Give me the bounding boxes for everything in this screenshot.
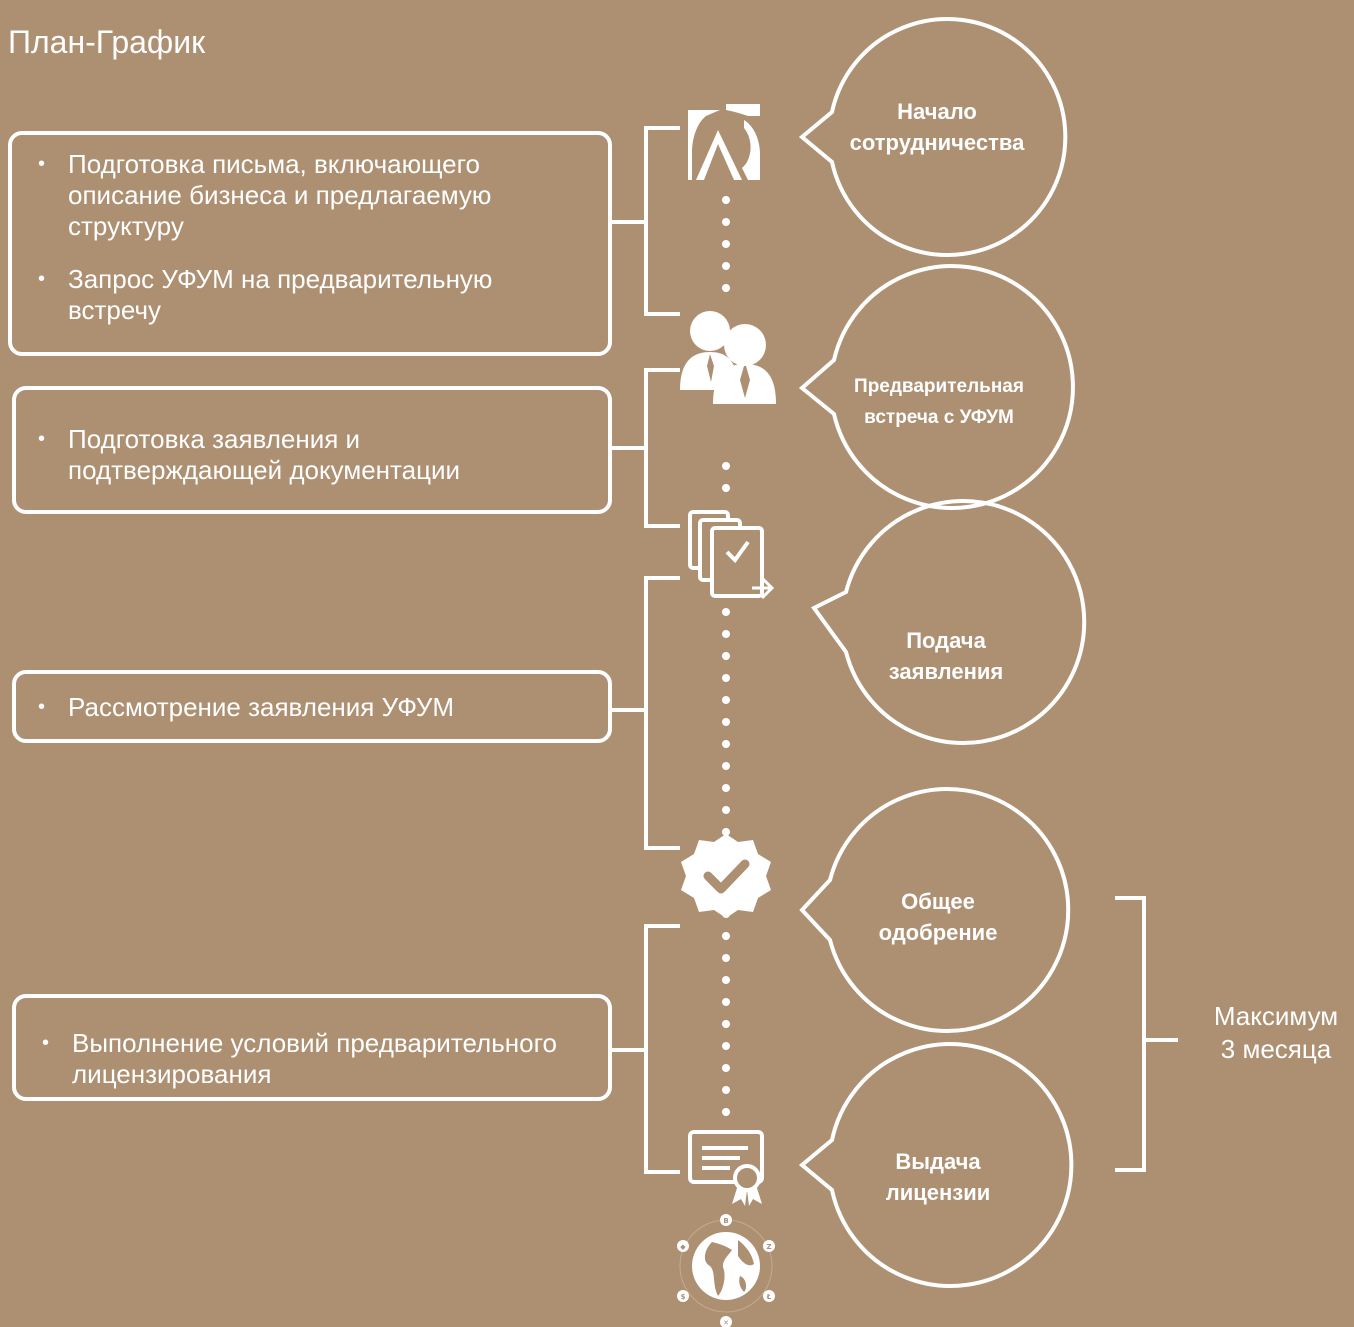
certificate-icon	[688, 1130, 764, 1206]
duration-bracket	[1115, 896, 1178, 1172]
dollar-icon	[677, 1290, 689, 1302]
ripple-icon	[720, 1316, 732, 1327]
task-box-4: Выполнение условий предварительного лице…	[12, 994, 612, 1101]
task-item: Выполнение условий предварительного лице…	[42, 1028, 568, 1090]
milestone-label-1: Начало сотрудничества	[849, 99, 1025, 155]
ethereum-icon	[677, 1240, 689, 1252]
task-list-1: Подготовка письма, включающего описание …	[38, 149, 568, 326]
bubble-1	[798, 17, 1068, 257]
meeting-people-icon	[680, 311, 776, 404]
milestone-bubbles	[798, 17, 1087, 1288]
bitcoin-icon	[720, 1214, 732, 1226]
bracket-2	[612, 368, 680, 528]
duration-label: Максимум 3 месяца	[1213, 1001, 1339, 1064]
timeline-dots	[722, 196, 730, 1116]
task-item: Подготовка заявления и подтверждающей до…	[38, 424, 568, 486]
page-title: План-График	[8, 24, 206, 60]
svg-text:Z: Z	[766, 1243, 771, 1251]
bracket-4	[612, 924, 680, 1174]
svg-text:◆: ◆	[680, 1243, 686, 1251]
task-list-2: Подготовка заявления и подтверждающей до…	[38, 424, 568, 486]
connector-brackets	[612, 126, 1178, 1174]
bubble-4	[799, 787, 1071, 1033]
bracket-3	[612, 576, 680, 850]
task-box-2: Подготовка заявления и подтверждающей до…	[12, 386, 612, 514]
task-box-1: Подготовка письма, включающего описание …	[8, 131, 612, 356]
documents-check-icon	[688, 510, 775, 600]
task-list-3: Рассмотрение заявления УФУМ	[38, 692, 568, 723]
bracket-1	[612, 126, 680, 316]
milestone-label-5: Выдача лицензии	[885, 1149, 991, 1205]
logo-icon	[688, 104, 760, 180]
svg-text:$: $	[681, 1293, 686, 1301]
svg-text:✕: ✕	[723, 1319, 729, 1327]
milestone-label-4: Общее одобрение	[878, 889, 998, 945]
task-item: Рассмотрение заявления УФУМ	[38, 692, 568, 723]
milestone-label-2: Предварительная встреча с УФУМ	[854, 376, 1024, 428]
task-item: Подготовка письма, включающего описание …	[38, 149, 568, 242]
approval-badge-icon	[681, 834, 771, 918]
svg-text:B: B	[723, 1217, 728, 1225]
bubble-5	[798, 1042, 1074, 1288]
bubble-2	[798, 264, 1075, 510]
bubble-3	[810, 499, 1087, 745]
task-item: Запрос УФУМ на предварительную встречу	[38, 264, 568, 326]
zcash-icon	[763, 1240, 775, 1252]
milestone-label-3: Подача заявления	[888, 628, 1004, 684]
task-box-3: Рассмотрение заявления УФУМ	[12, 670, 612, 743]
task-list-4: Выполнение условий предварительного лице…	[42, 1028, 568, 1090]
globe-crypto-icon: B Z Ł ✕ $ ◆	[677, 1214, 775, 1327]
svg-text:Ł: Ł	[766, 1293, 772, 1301]
litecoin-icon	[763, 1290, 775, 1302]
